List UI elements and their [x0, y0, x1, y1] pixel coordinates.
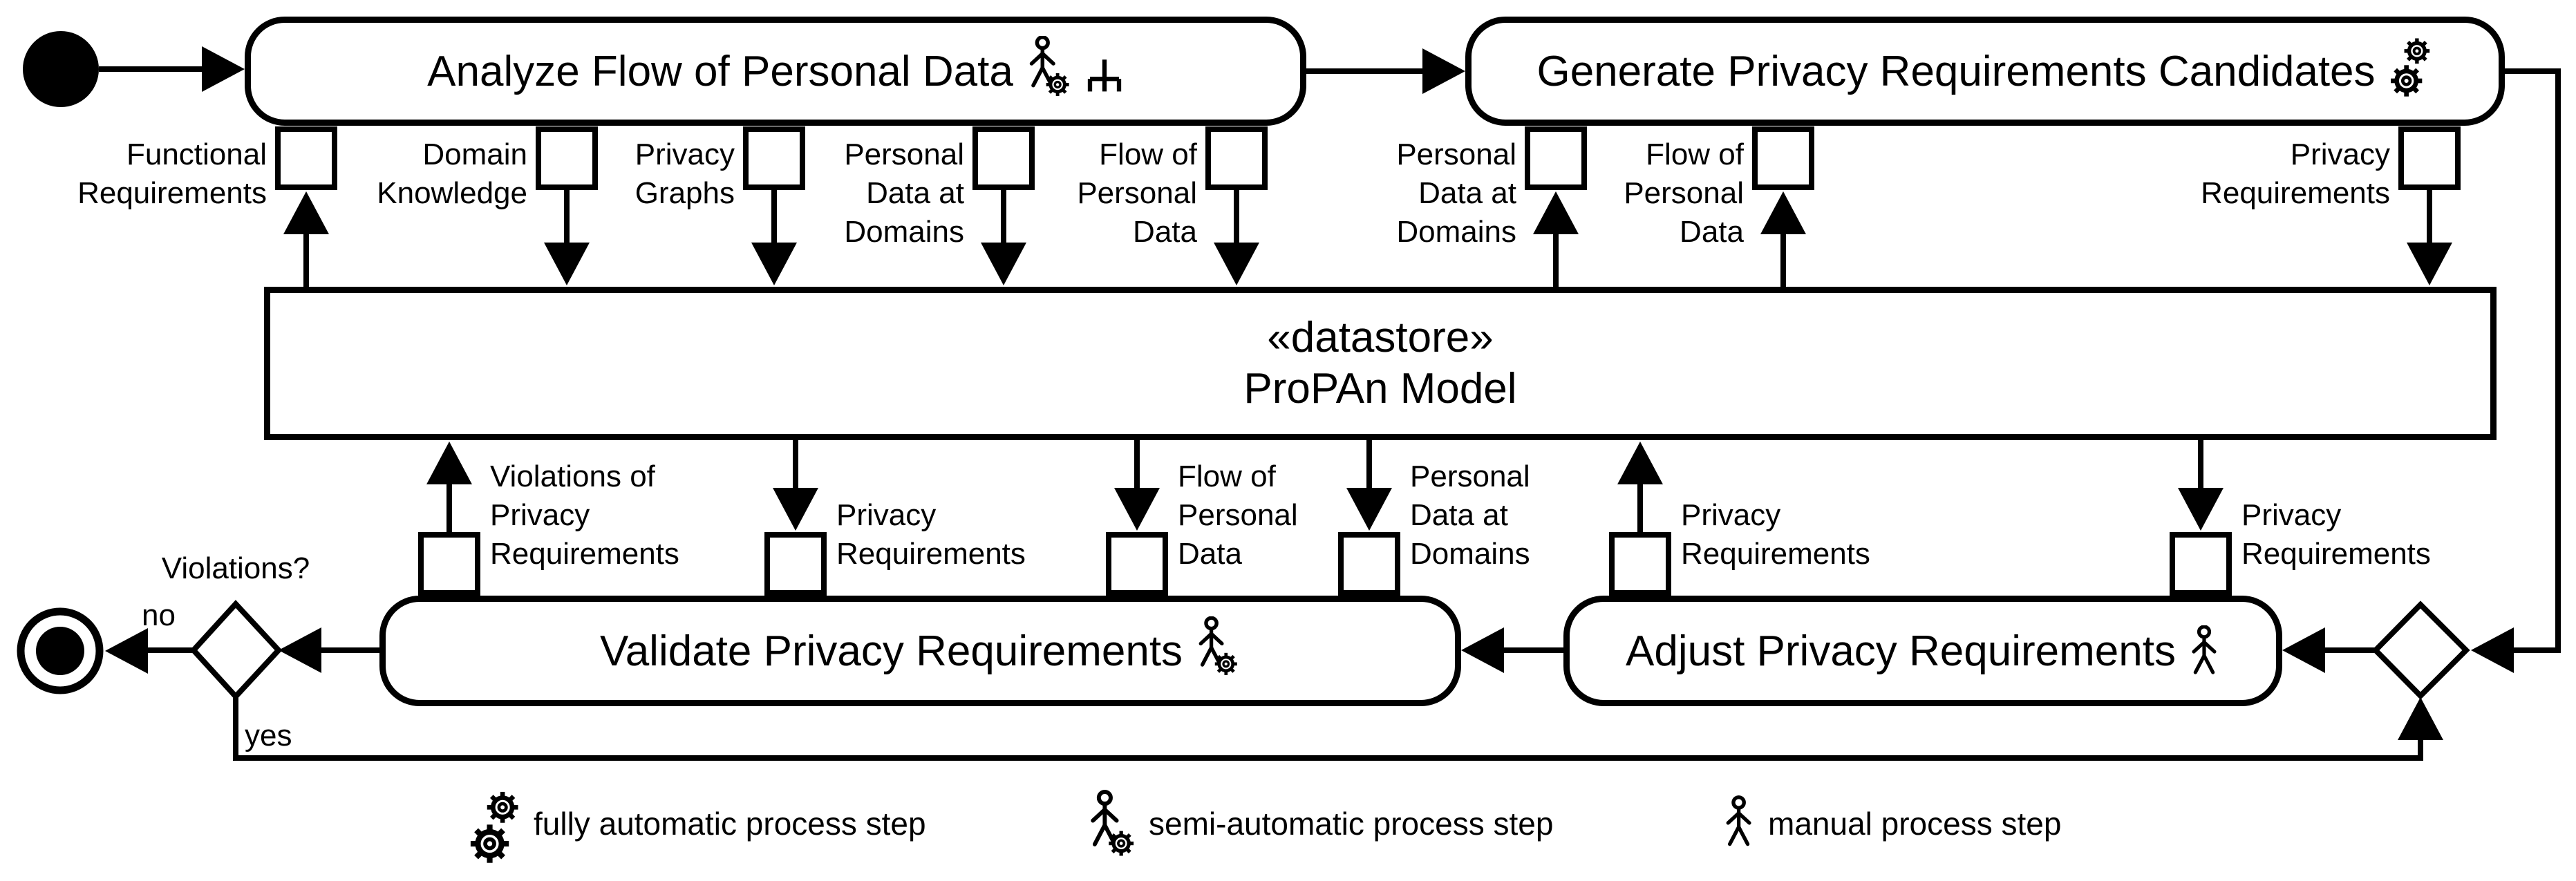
pin-analyze-personal-data-at-domains: [972, 126, 1035, 190]
flow-privacy-requirements-out-adjust: [1617, 442, 1663, 532]
flow-privacy-requirements-in-validate: [773, 440, 818, 531]
pin-adjust-privacy-requirements-out: [1609, 532, 1671, 596]
label-generate-personal-data-at-domains: Personal Data at Domains: [1396, 138, 1516, 249]
action-adjust-privacy-requirements: Adjust Privacy Requirements: [1563, 596, 2282, 706]
edge-validate-to-decision: [279, 627, 379, 673]
pin-generate-personal-data-at-domains: [1525, 126, 1587, 190]
flow-personal-data-out: [981, 190, 1026, 285]
datastore-stereotype: «datastore»: [1267, 314, 1494, 361]
pin-validate-violations: [418, 532, 480, 596]
merge-node: [2371, 600, 2470, 700]
label-personal-data-at-domains: Personal Data at Domains: [844, 138, 964, 249]
label-domain-knowledge: Domain Knowledge: [377, 138, 527, 210]
semi-automatic-icon: [1195, 616, 1241, 685]
flow-domain-knowledge-out: [544, 190, 590, 285]
label-privacy-graphs: Privacy Graphs: [634, 138, 735, 210]
final-node: [17, 607, 104, 694]
edge-yes-loop: [233, 697, 2443, 761]
pin-analyze-flow-of-personal-data: [1205, 126, 1268, 190]
label-generate-flow-of-personal-data: Flow of Personal Data: [1624, 138, 1744, 249]
label-generate-privacy-requirements: Privacy Requirements: [2201, 138, 2390, 210]
legend-person-gear-icon: [1093, 792, 1134, 856]
initial-node: [23, 31, 99, 107]
pin-generate-flow-of-personal-data: [1752, 126, 1814, 190]
action-generate-privacy-requirements-candidates: Generate Privacy Requirements Candidates: [1465, 17, 2505, 126]
legend-person-icon: [1728, 797, 1749, 844]
label-validate-privacy-requirements: Privacy Requirements: [836, 498, 1026, 571]
flow-personal-data-in-generate: [1533, 191, 1579, 287]
flow-privacy-requirements-in-adjust: [2178, 440, 2224, 531]
flow-privacy-graphs-out: [751, 190, 797, 285]
label-violations-of-privacy-requirements: Violations of Privacy Requirements: [490, 460, 679, 571]
edge-analyze-to-generate: [1306, 48, 1465, 94]
pin-validate-personal-data-at-domains: [1338, 532, 1400, 596]
flow-flow-of-personal-data-in-validate: [1114, 440, 1160, 531]
pin-validate-flow-of-personal-data: [1106, 532, 1168, 596]
pin-validate-privacy-requirements: [764, 532, 827, 596]
action-analyze-flow-of-personal-data: Analyze Flow of Personal Data: [245, 17, 1306, 126]
decision-node: [189, 600, 283, 701]
edge-decision-to-final: [105, 628, 194, 674]
pin-analyze-functional-requirements: [275, 126, 337, 190]
action-analyze-label: Analyze Flow of Personal Data: [427, 47, 1013, 95]
action-adjust-label: Adjust Privacy Requirements: [1626, 627, 2176, 675]
datastore-name: ProPAn Model: [1243, 365, 1517, 413]
label-adjust-privacy-requirements-in: Privacy Requirements: [2241, 498, 2431, 571]
action-validate-label: Validate Privacy Requirements: [599, 627, 1183, 675]
legend-fully-automatic-label: fully automatic process step: [534, 806, 926, 842]
guard-yes: yes: [245, 719, 292, 752]
edge-adjust-to-validate: [1461, 627, 1563, 673]
action-generate-label: Generate Privacy Requirements Candidates: [1536, 47, 2376, 95]
edge-merge-to-adjust: [2282, 627, 2376, 673]
action-validate-privacy-requirements: Validate Privacy Requirements: [379, 596, 1461, 706]
label-adjust-privacy-requirements-out: Privacy Requirements: [1681, 498, 1870, 571]
flow-flow-of-personal-data-out: [1214, 190, 1259, 285]
legend-manual-label: manual process step: [1768, 806, 2062, 842]
label-functional-requirements: Functional Requirements: [77, 138, 267, 210]
pin-analyze-privacy-graphs: [743, 126, 805, 190]
datastore-propan-model: «datastore» ProPAn Model: [264, 287, 2497, 440]
flow-violations-out-validate: [426, 442, 472, 532]
flow-functional-requirements-in: [283, 191, 329, 287]
label-flow-of-personal-data: Flow of Personal Data: [1077, 138, 1197, 249]
manual-icon: [2188, 625, 2220, 676]
legend-semi-automatic-label: semi-automatic process step: [1149, 806, 1554, 842]
label-validate-personal-data-at-domains: Personal Data at Domains: [1410, 460, 1530, 571]
edge-generate-to-merge: [2471, 68, 2561, 673]
pin-adjust-privacy-requirements-in: [2170, 532, 2232, 596]
semi-automatic-icon: [1026, 36, 1073, 106]
pin-analyze-domain-knowledge: [536, 126, 598, 190]
guard-no: no: [142, 598, 176, 632]
edge-start-to-analyze: [99, 46, 245, 92]
pin-generate-privacy-requirements: [2398, 126, 2461, 190]
fully-automatic-icon: [2388, 35, 2434, 108]
subactivity-rake-icon: [1085, 57, 1124, 95]
legend-gear-pair-icon: [471, 792, 518, 863]
flow-privacy-requirements-out-generate: [2407, 190, 2452, 285]
flow-personal-data-in-validate: [1346, 440, 1392, 531]
flow-flow-of-personal-data-in-generate: [1760, 191, 1806, 287]
label-validate-flow-of-personal-data: Flow of Personal Data: [1178, 460, 1298, 571]
guard-violations-question: Violations?: [161, 551, 310, 585]
